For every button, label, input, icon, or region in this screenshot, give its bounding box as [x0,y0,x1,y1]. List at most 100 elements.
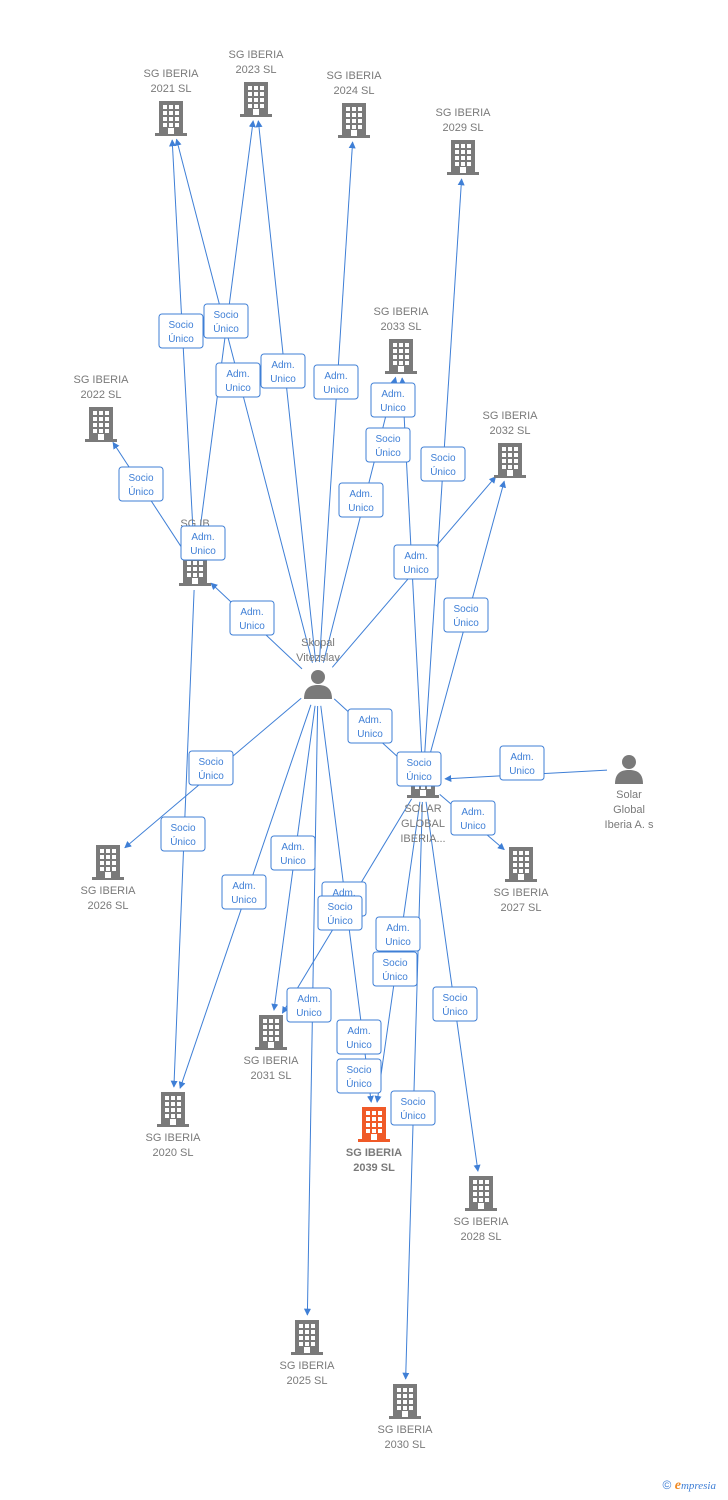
brand-logo[interactable]: empresia [674,1478,716,1493]
node-sg2021[interactable]: SG IBERIA 2021 SL [143,68,199,136]
edge-label[interactable]: Adm.Unico [215,362,261,398]
edge-label[interactable]: Adm.Unico [338,482,384,518]
node-label-line: IBERIA... [400,833,445,845]
edge-label[interactable]: Adm.Unico [499,745,545,781]
building-icon [85,407,117,442]
edge-label-text: Adm. [226,369,249,380]
building-icon [389,1384,421,1419]
edge-label-text: Socio [375,434,400,445]
edge-label-text: Socio [168,320,193,331]
edge-label[interactable]: Adm.Unico [221,874,267,910]
edge-label-box [450,800,496,836]
edge-skopal-to-sg2023 [255,120,317,663]
edge-label-box [215,362,261,398]
edge-label-text: Socio [346,1065,371,1076]
copyright-icon: © [662,1478,672,1492]
edge-label-text: Unico [323,385,349,396]
edge-label[interactable]: Adm.Unico [450,800,496,836]
node-label-line: 2031 SL [251,1070,292,1082]
edge-label[interactable]: Adm.Unico [393,544,439,580]
edge-label-box [188,750,234,786]
edge-label-text: Unico [239,621,265,632]
edge-label[interactable]: Adm. Unico [313,364,359,400]
edge-label[interactable]: Adm.Unico [286,987,332,1023]
node-label-line: SG IBERIA [143,68,199,80]
node-label-line: 2039 SL [353,1162,395,1174]
edge-label-box [396,751,442,787]
edge-label[interactable]: Adm.Unico [229,600,275,636]
building-icon [255,1015,287,1050]
edge-label-box [317,895,363,931]
edge-label-text: Adm. [404,551,427,562]
edge-label-text: Adm. [332,888,355,899]
node-label-line: GLOBAL [401,818,445,830]
edge-label[interactable]: Adm.Unico [270,835,316,871]
edge-label-text: Adm. [297,994,320,1005]
edge-label-text: Adm. [324,371,347,382]
edge-label-text: Unico [231,895,257,906]
edge-label-box [160,816,206,852]
node-solarGlobal[interactable]: SOLARGLOBALIBERIA... [400,763,446,845]
edge-skopal-to-sg2021 [174,138,313,663]
person-icon [304,670,332,699]
edge-label-text: Adm. [358,715,381,726]
node-label-line: SG IBERIA [453,1216,509,1228]
node-label-line: SG IBERIA [73,374,129,386]
edge-label[interactable]: Adm.Unico [260,353,306,389]
node-label-line: 2030 SL [385,1439,426,1451]
edge-label-text: Socio [198,757,223,768]
edge-label-text: Adm. [191,532,214,543]
building-icon [358,1107,390,1142]
edge-label-box [221,874,267,910]
footer-brand: © empresia [663,1478,716,1494]
edge-label-text: Adm. [386,923,409,934]
edge-label-text: Único [128,485,154,498]
edge-label[interactable]: Adm.Unico [336,1019,382,1055]
edge-label-box [336,1058,382,1094]
edge-label[interactable]: Adm.Unico [375,916,421,952]
node-label-line: SG IBERIA [377,1424,433,1436]
node-sg2030[interactable]: SG IBERIA 2030 SL [377,1384,433,1451]
edge-label-box [443,597,489,633]
edge-label-text: Socio [128,473,153,484]
edge-label[interactable]: Adm.Unico [370,382,416,418]
edge-label-box [432,986,478,1022]
edge-label-box [347,708,393,744]
node-label-line: 2025 SL [287,1375,328,1387]
node-label-line: 2020 SL [153,1147,194,1159]
node-label-line: 2021 SL [151,83,192,95]
edge-label[interactable]: Adm.Unico [180,525,226,561]
edge-label-box [393,544,439,580]
edge-label[interactable]: Adm.Unico [347,708,393,744]
